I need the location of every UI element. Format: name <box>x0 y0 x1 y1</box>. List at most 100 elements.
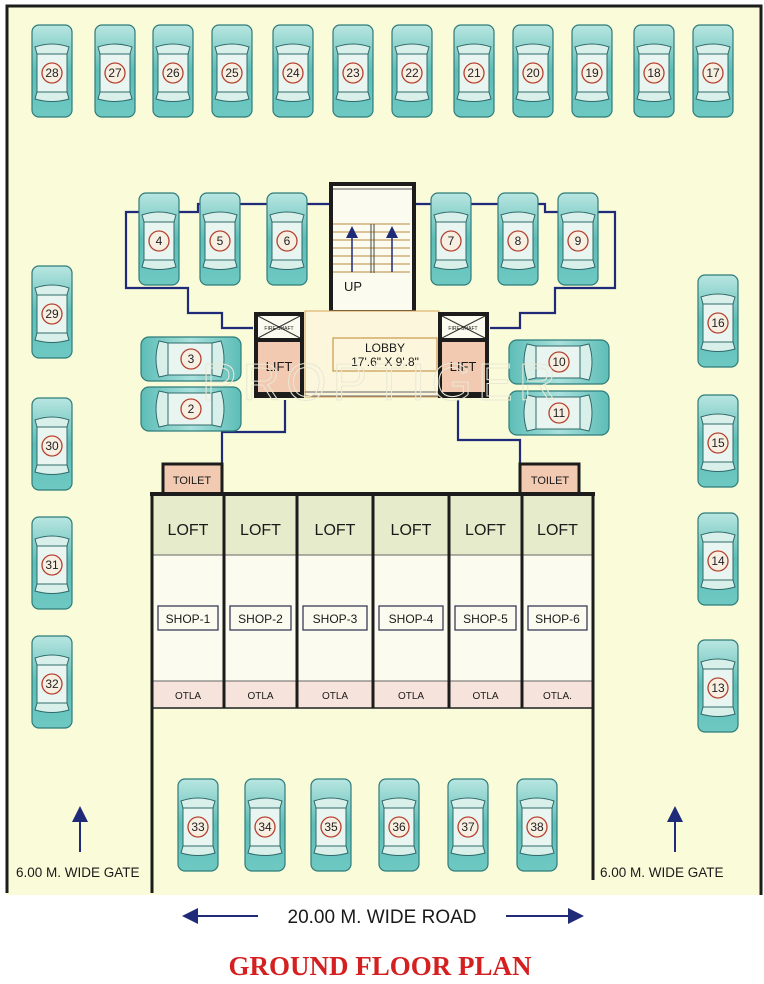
parking-number: 38 <box>530 820 544 834</box>
loft-label: LOFT <box>537 522 578 539</box>
parking-space: 11 <box>508 390 610 436</box>
parking-number: 26 <box>166 66 180 80</box>
parking-space: 16 <box>697 274 739 368</box>
parking-number: 30 <box>45 439 59 453</box>
loft-label: LOFT <box>465 522 506 539</box>
otla-label: OTLA <box>322 691 348 702</box>
lift-core-left: FIRE SHAFT LIFT <box>254 312 304 398</box>
shop-label: SHOP-5 <box>463 612 508 626</box>
loft-area <box>373 496 449 555</box>
parking-space: 23 <box>332 24 374 118</box>
shop-label: SHOP-4 <box>389 612 434 626</box>
lobby-label-box <box>332 337 438 372</box>
parking-number: 21 <box>467 66 481 80</box>
otla-label: OTLA <box>472 691 498 702</box>
parking-number: 16 <box>711 316 725 330</box>
loft-area <box>449 496 522 555</box>
parking-number: 23 <box>346 66 360 80</box>
loft-area <box>152 496 224 555</box>
building-outline-left <box>124 202 330 330</box>
parking-space: 6 <box>266 192 308 286</box>
parking-space: 3 <box>140 336 242 382</box>
parking-space: 17 <box>692 24 734 118</box>
lobby-label: LOBBY <box>365 341 405 355</box>
shop-label-box <box>157 605 219 631</box>
building-outline-right <box>415 202 617 330</box>
parking-number: 19 <box>585 66 599 80</box>
parking-space: 29 <box>31 265 73 359</box>
site-area <box>6 5 762 895</box>
parking-space: 36 <box>378 778 420 872</box>
parking-space: 38 <box>516 778 558 872</box>
parking-space: 25 <box>211 24 253 118</box>
parking-number: 5 <box>217 234 224 248</box>
parking-number: 35 <box>324 820 338 834</box>
parking-space: 20 <box>512 24 554 118</box>
shop-label-box <box>302 605 368 631</box>
parking-number: 4 <box>156 234 163 248</box>
parking-space: 26 <box>152 24 194 118</box>
otla-label: OTLA <box>175 691 201 702</box>
parking-number: 31 <box>45 558 59 572</box>
plan-title: GROUND FLOOR PLAN <box>229 951 533 981</box>
toilet-left: TOILET <box>161 462 224 496</box>
parking-number: 10 <box>552 355 566 369</box>
shop-label-box <box>454 605 517 631</box>
parking-space: 13 <box>697 639 739 733</box>
parking-space: 32 <box>31 635 73 729</box>
loft-area <box>522 496 593 555</box>
gate-right-label: 6.00 M. WIDE GATE <box>600 865 724 880</box>
parking-space: 28 <box>31 24 73 118</box>
parking-space: 24 <box>272 24 314 118</box>
loft-label: LOFT <box>391 522 432 539</box>
gate-left-label: 6.00 M. WIDE GATE <box>16 865 140 880</box>
otla-label: OTLA <box>247 691 273 702</box>
parking-number: 7 <box>448 234 455 248</box>
parking-number: 32 <box>45 677 59 691</box>
parking-space: 31 <box>31 516 73 610</box>
parking-number: 2 <box>188 402 195 416</box>
parking-space: 4 <box>138 192 180 286</box>
parking-number: 28 <box>45 66 59 80</box>
parking-space: 7 <box>430 192 472 286</box>
parking-space: 34 <box>244 778 286 872</box>
otla-area <box>152 681 224 707</box>
parking-space: 5 <box>199 192 241 286</box>
parking-number: 29 <box>45 307 59 321</box>
loft-area <box>297 496 373 555</box>
toilet-label: TOILET <box>531 475 570 487</box>
stair-label: UP <box>344 279 362 294</box>
fire-shaft-label: FIRE SHAFT <box>448 326 477 332</box>
parking-space: 19 <box>571 24 613 118</box>
parking-number: 27 <box>108 66 122 80</box>
loft-label: LOFT <box>168 522 209 539</box>
parking-space: 35 <box>310 778 352 872</box>
lift-label: LIFT <box>266 359 293 374</box>
shop-label: SHOP-6 <box>535 612 580 626</box>
loft-label: LOFT <box>315 522 356 539</box>
parking-number: 34 <box>258 820 272 834</box>
parking-number: 37 <box>461 820 475 834</box>
parking-space: 2 <box>140 386 242 432</box>
fire-shaft-label: FIRE SHAFT <box>264 326 293 332</box>
parking-number: 3 <box>188 352 195 366</box>
loft-area <box>224 496 297 555</box>
parking-space: 30 <box>31 397 73 491</box>
otla-label: OTLA. <box>543 691 572 702</box>
shop-label-box <box>378 605 444 631</box>
parking-number: 22 <box>405 66 419 80</box>
shop-label-box <box>229 605 292 631</box>
toilet-duct-left <box>220 400 287 464</box>
parking-number: 20 <box>526 66 540 80</box>
lobby-size: 17'.6" X 9'.8" <box>351 355 419 369</box>
shops-block: LOFTSHOP-1OTLALOFTSHOP-2OTLALOFTSHOP-3OT… <box>150 492 595 893</box>
parking-number: 17 <box>706 66 720 80</box>
